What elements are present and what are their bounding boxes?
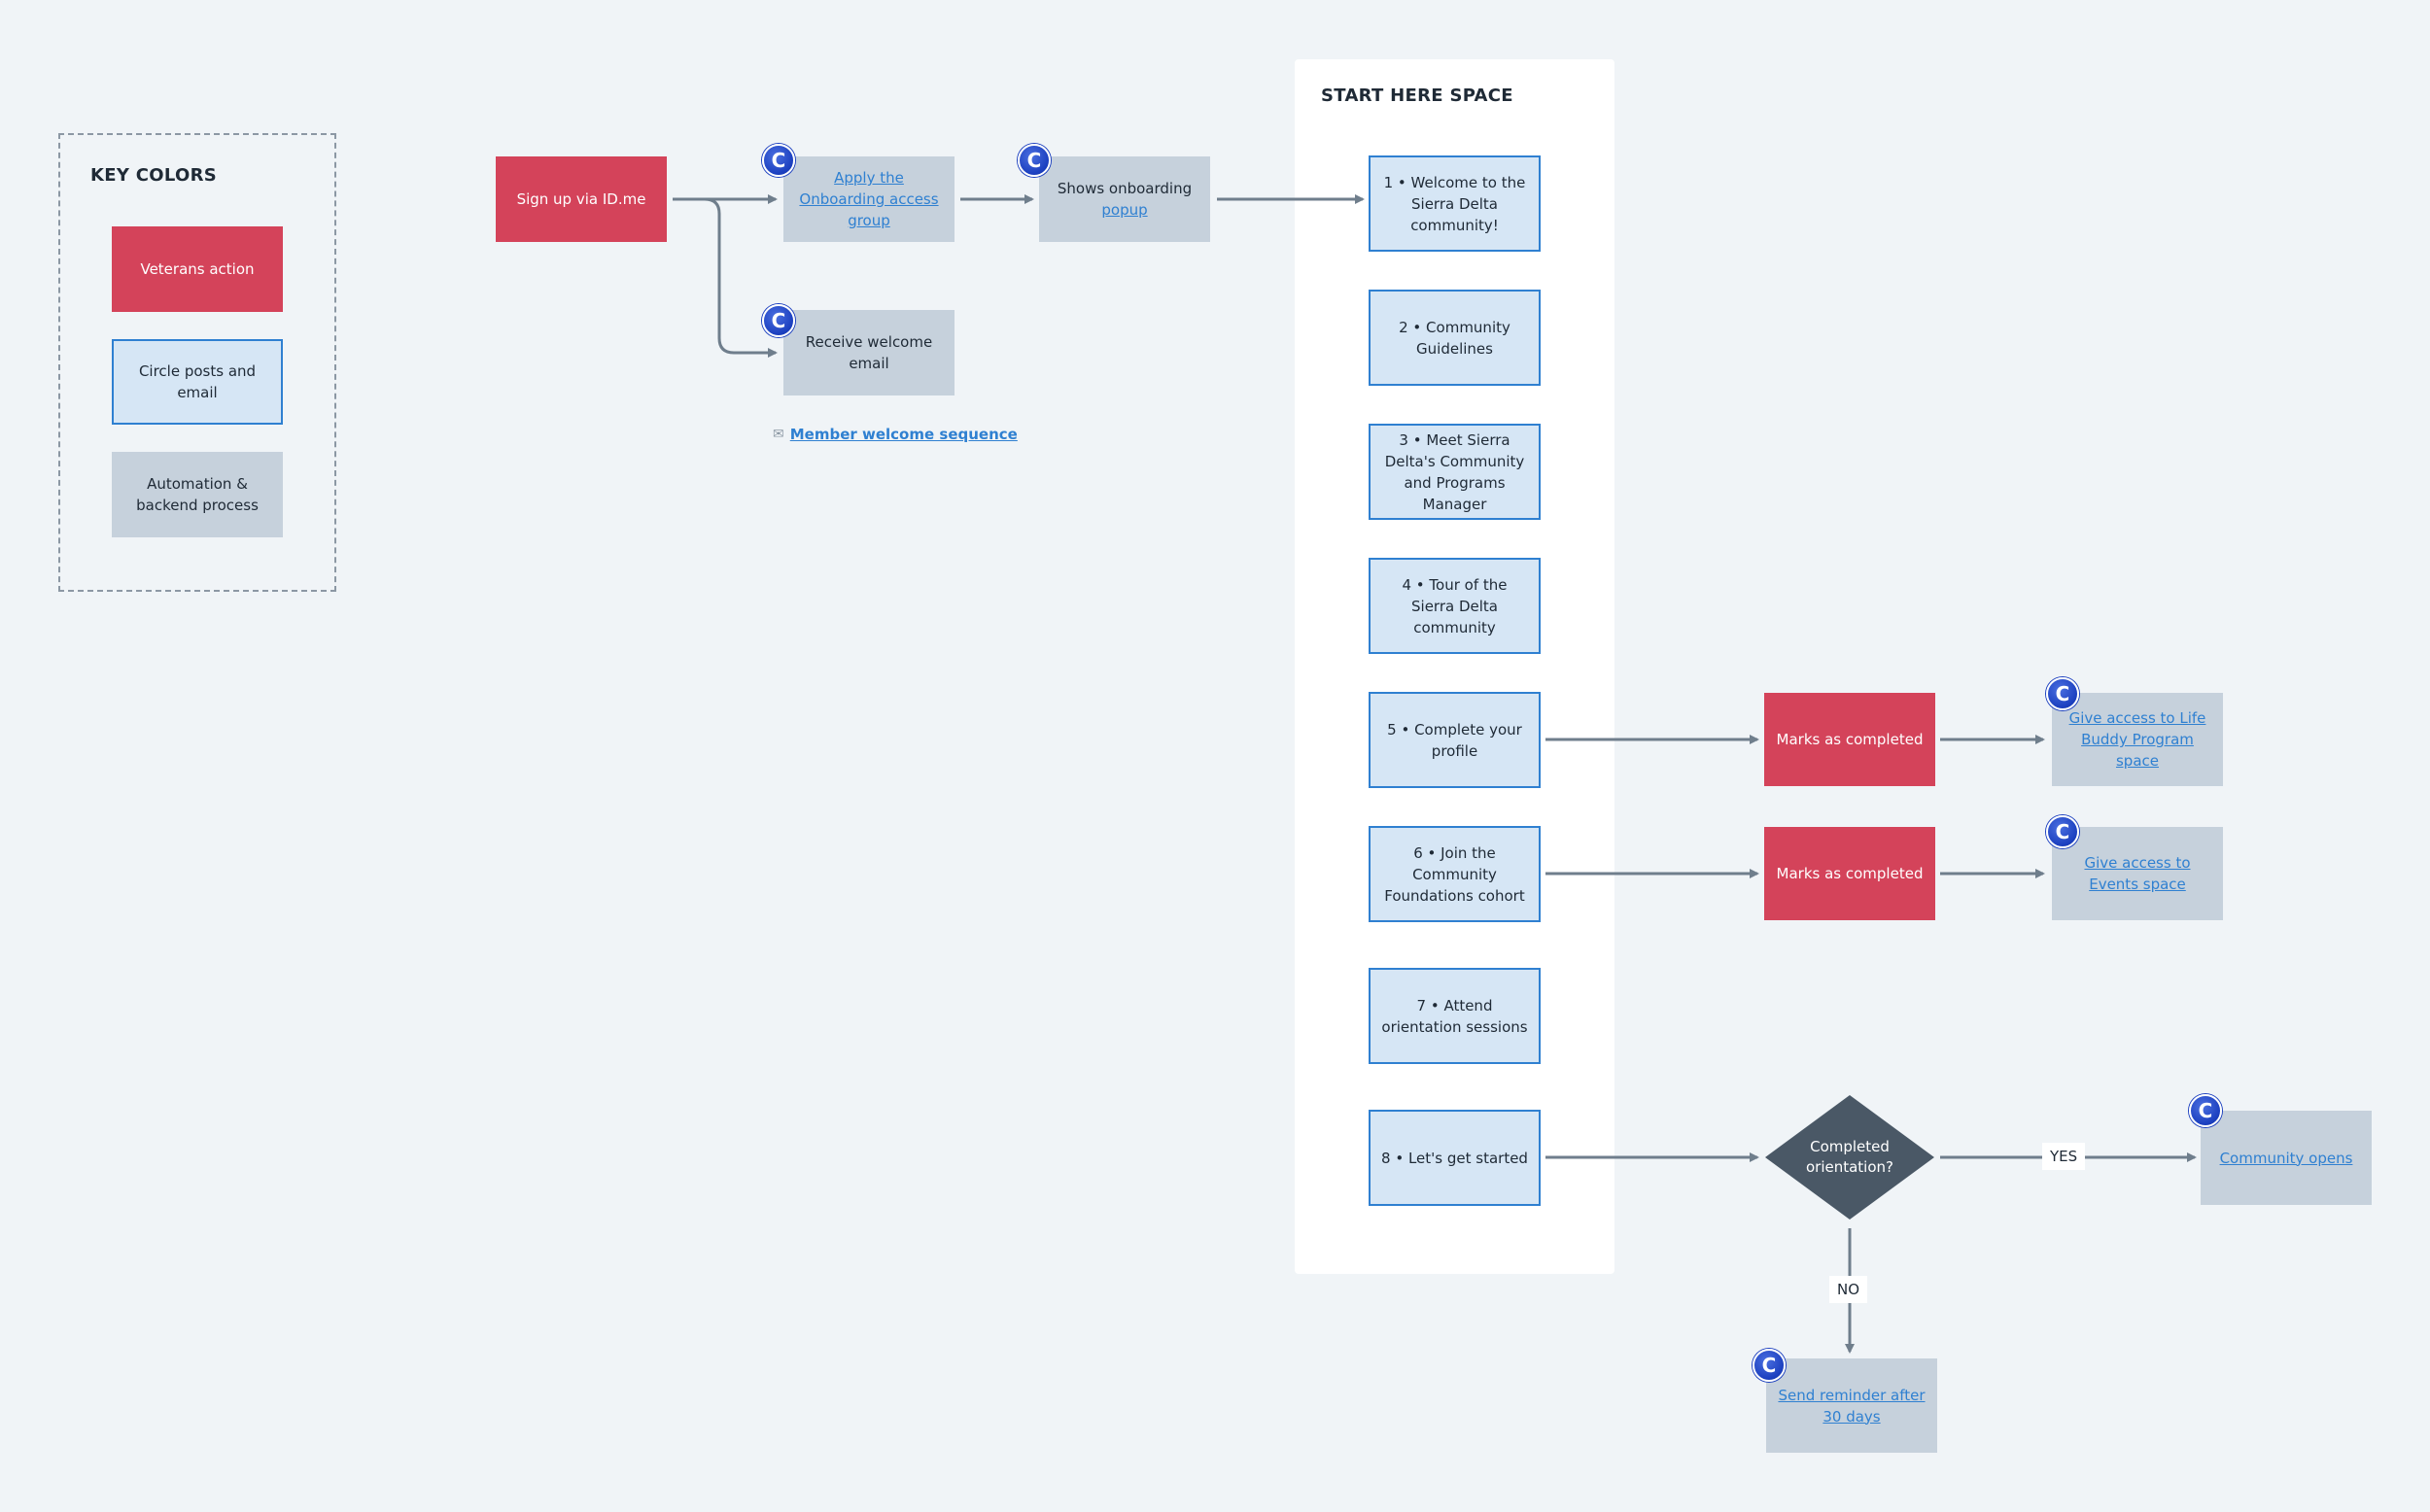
legend-title: KEY COLORS xyxy=(90,165,218,186)
edge-signup-to-email xyxy=(673,197,778,358)
community-opens-link[interactable]: Community opens xyxy=(2219,1149,2353,1167)
life-buddy-access-node[interactable]: Give access to Life Buddy Program space xyxy=(2052,693,2223,786)
life-buddy-access-link[interactable]: Give access to Life Buddy Program space xyxy=(2068,709,2206,770)
envelope-icon: ✉ xyxy=(773,427,784,442)
circle-logo-icon: C xyxy=(1753,1349,1786,1382)
step-7-node: 7 • Attend orientation sessions xyxy=(1369,968,1541,1064)
legend-automation: Automation & backend process xyxy=(112,452,283,537)
step-8-node: 8 • Let's get started xyxy=(1369,1110,1541,1206)
legend-panel xyxy=(58,133,336,592)
community-opens-node[interactable]: Community opens xyxy=(2201,1111,2372,1205)
step-2-node: 2 • Community Guidelines xyxy=(1369,290,1541,386)
step-4-node: 4 • Tour of the Sierra Delta community xyxy=(1369,558,1541,654)
orientation-decision-node: Completed orientation? xyxy=(1764,1094,1935,1220)
onboarding-popup-node[interactable]: Shows onboarding popup xyxy=(1039,156,1210,242)
circle-logo-icon: C xyxy=(2189,1094,2222,1127)
popup-link[interactable]: popup xyxy=(1101,201,1148,219)
yes-label: YES xyxy=(2042,1143,2086,1170)
welcome-email-node: Receive welcome email xyxy=(783,310,955,395)
circle-logo-icon: C xyxy=(2046,677,2079,710)
step-5-node: 5 • Complete your profile xyxy=(1369,692,1541,788)
step-6-node: 6 • Join the Community Foundations cohor… xyxy=(1369,826,1541,922)
step-3-node: 3 • Meet Sierra Delta's Community and Pr… xyxy=(1369,424,1541,520)
reminder-node[interactable]: Send reminder after 30 days xyxy=(1766,1358,1937,1453)
legend-circle-posts: Circle posts and email xyxy=(112,339,283,425)
signup-node: Sign up via ID.me xyxy=(496,156,667,242)
reminder-link[interactable]: Send reminder after 30 days xyxy=(1778,1386,1926,1426)
events-access-link[interactable]: Give access to Events space xyxy=(2084,854,2191,893)
no-label: NO xyxy=(1829,1276,1868,1303)
decision-label: Completed orientation? xyxy=(1805,1138,1893,1176)
step-1-node: 1 • Welcome to the Sierra Delta communit… xyxy=(1369,155,1541,252)
start-here-space-title: START HERE SPACE xyxy=(1321,86,1513,106)
circle-logo-icon: C xyxy=(1018,144,1051,177)
apply-onboarding-group-node[interactable]: Apply the Onboarding access group xyxy=(783,156,955,242)
events-access-node[interactable]: Give access to Events space xyxy=(2052,827,2223,920)
welcome-sequence-row: ✉ Member welcome sequence xyxy=(773,426,1018,443)
circle-logo-icon: C xyxy=(762,144,795,177)
circle-logo-icon: C xyxy=(2046,815,2079,848)
marks-completed-profile-node: Marks as completed xyxy=(1764,693,1935,786)
member-welcome-sequence-link[interactable]: Member welcome sequence xyxy=(789,426,1018,443)
marks-completed-cohort-node: Marks as completed xyxy=(1764,827,1935,920)
apply-onboarding-group-link[interactable]: Apply the Onboarding access group xyxy=(799,169,939,229)
popup-label: Shows onboarding xyxy=(1057,180,1193,197)
circle-logo-icon: C xyxy=(762,304,795,337)
legend-veterans-action: Veterans action xyxy=(112,226,283,312)
start-here-space-panel xyxy=(1295,59,1614,1274)
decision-diamond-shape xyxy=(1765,1095,1934,1220)
